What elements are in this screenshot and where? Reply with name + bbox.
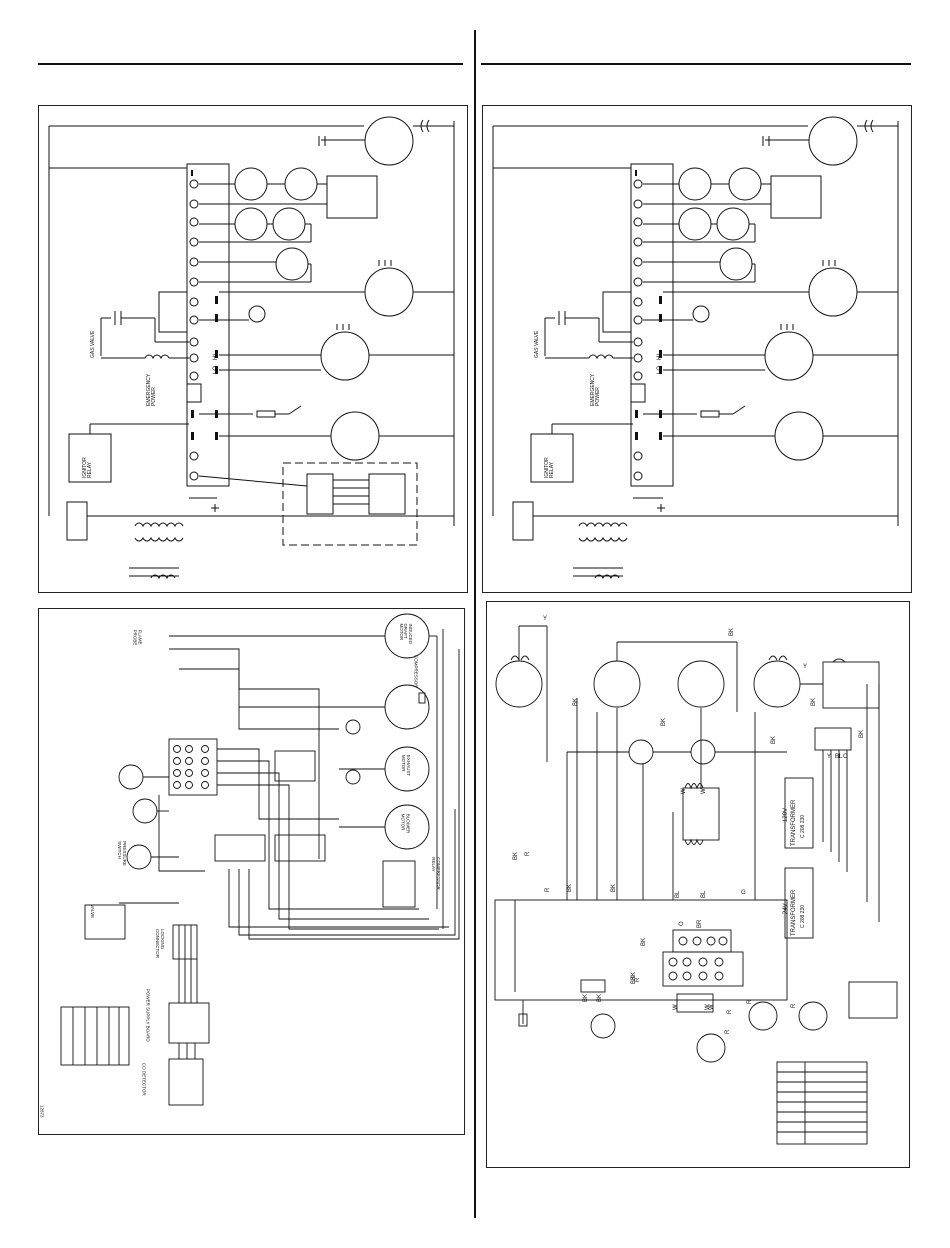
- induced-draft-motor-label: INDUCED DRAFT MOTOR: [399, 623, 414, 645]
- bottom-transformer-voltage: 24V: [783, 903, 789, 914]
- wire-tag: R: [525, 851, 531, 856]
- top-transformer-voltage: 120V: [783, 807, 789, 822]
- bottom-transformer-label: TRANSFORMER: [791, 889, 797, 936]
- blower-motor-label: BLOWER MOTOR: [400, 813, 411, 834]
- left-hi-label: HI: [213, 354, 219, 360]
- compressor-label-left: COMPRESSOR: [413, 654, 419, 688]
- wire-tag: BK: [631, 975, 637, 984]
- wire-tag: Y: [803, 664, 808, 670]
- left-gas-valve-label: GAS VALVE: [90, 330, 96, 358]
- right-igniter-relay-label: IGNITOR RELAY: [544, 457, 555, 478]
- wire-tag: Y: [543, 616, 548, 622]
- valve-label: VALVE: [90, 904, 96, 919]
- wire-tag: BK: [513, 851, 519, 860]
- wire-tag: W: [673, 1004, 679, 1010]
- wire-tag: G: [741, 890, 746, 896]
- center-divider: [474, 30, 476, 1218]
- wire-tag: BL: [675, 890, 681, 898]
- right-ladder-drawing: [492, 116, 899, 580]
- left-ladder-drawing: [48, 116, 455, 580]
- top-transformer-label: TRANSFORMER: [791, 799, 797, 846]
- wire-tag: Y: [827, 754, 832, 760]
- right-lo-label: LO: [657, 365, 663, 374]
- wire-tag: W: [681, 788, 687, 794]
- right-header-rule: [481, 63, 911, 65]
- right-emergency-power-label: EMERGENCY POWER: [590, 373, 601, 406]
- wire-tag: BK: [641, 937, 647, 946]
- compressor-relay-label: COMPRESSOR RELAY: [431, 857, 441, 890]
- wire-tag: BK: [611, 883, 617, 892]
- power-supply-board-label: POWER SUPPLY BOARD: [145, 988, 151, 1042]
- wire-tag: BK: [573, 697, 579, 706]
- figure-number: 12873: [39, 1104, 45, 1118]
- wire-tag: BL: [701, 890, 707, 898]
- wire-tag: BK: [811, 697, 817, 706]
- left-wiring-diagram: INDUCED DRAFT MOTOR COMPRESSOR EXHAUST M…: [38, 608, 465, 1135]
- locking-connector-label: LOCKING CONNECTOR: [155, 929, 165, 958]
- wire-tag: BK: [597, 993, 603, 1002]
- top-transformer-c: C 208 230: [800, 814, 806, 838]
- flame-probe-label: FLAME PROBE: [132, 629, 143, 646]
- left-wiring-drawing: [60, 613, 460, 1106]
- wire-tag: O: [843, 754, 848, 760]
- right-wiring-drawing: [494, 625, 898, 1145]
- co-detector-label: CO DETECTOR: [141, 1062, 147, 1096]
- wire-tag: O: [679, 921, 685, 926]
- pressure-switch-label: PRESSURE SWITCH: [117, 841, 127, 866]
- wire-tag: W: [701, 788, 707, 794]
- wire-tag: BK: [729, 627, 735, 636]
- right-hi-label: HI: [657, 354, 663, 360]
- left-emergency-power-label: EMERGENCY POWER: [146, 373, 157, 406]
- wire-tag: R: [727, 1009, 733, 1014]
- left-header-rule: [38, 63, 463, 65]
- left-igniter-relay-label: IGNITOR RELAY: [82, 457, 93, 478]
- wire-tag: R: [747, 999, 753, 1004]
- wire-tag: R: [725, 1029, 731, 1034]
- wire-tag: BK: [583, 993, 589, 1002]
- right-wiring-diagram: TRANSFORMER 120V C 208 230 TRANSFORMER 2…: [486, 601, 910, 1168]
- wire-tag: W: [709, 1004, 715, 1010]
- wire-tag: BL: [835, 754, 843, 760]
- wire-tag: R: [791, 1003, 797, 1008]
- left-ladder-schematic: GAS VALVE EMERGENCY POWER IGNITOR RELAY …: [38, 105, 468, 593]
- wire-tag: BK: [567, 883, 573, 892]
- exhaust-motor-label: EXHAUST MOTOR: [401, 754, 412, 777]
- wire-tag: R: [545, 887, 551, 892]
- right-gas-valve-label: GAS VALVE: [534, 330, 540, 358]
- wire-tag: BK: [771, 735, 777, 744]
- wire-tag: BR: [697, 919, 703, 928]
- bottom-transformer-c: C 208 230: [800, 904, 806, 928]
- right-ladder-schematic: GAS VALVE EMERGENCY POWER IGNITOR RELAY …: [482, 105, 912, 593]
- left-lo-label: LO: [213, 365, 219, 374]
- wire-tag: BK: [661, 717, 667, 726]
- wire-tag: BK: [859, 729, 865, 738]
